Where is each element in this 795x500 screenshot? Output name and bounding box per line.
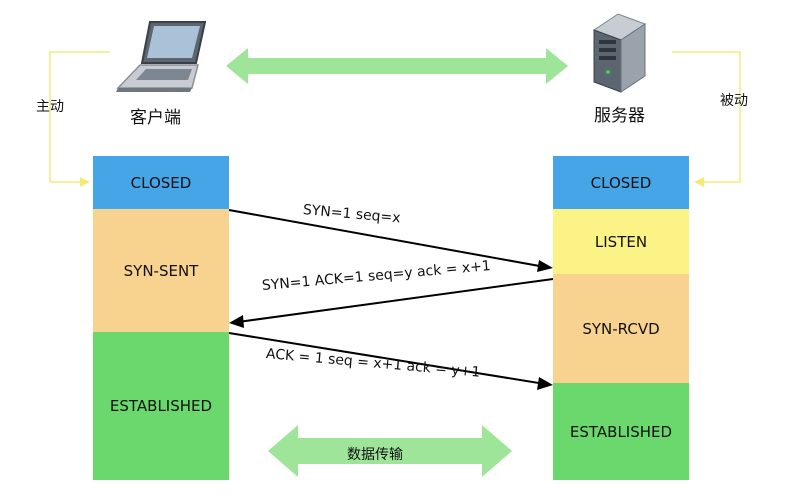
server-label: 服务器: [594, 106, 645, 126]
passive-label: 被动: [720, 93, 748, 109]
server-state-syn-rcvd: SYN-RCVD: [553, 274, 689, 383]
server-state-established: ESTABLISHED: [553, 383, 689, 480]
server-state-listen: LISTEN: [553, 209, 689, 274]
client-state-closed: CLOSED: [93, 156, 229, 209]
data-transfer-label: 数据传输: [347, 447, 403, 463]
top-double-arrow: [226, 48, 568, 84]
state-label: CLOSED: [590, 173, 652, 192]
active-connector: [49, 51, 110, 183]
active-label: 主动: [36, 99, 64, 115]
client-state-established: ESTABLISHED: [93, 332, 229, 480]
syn-ack-arrow: [237, 278, 554, 323]
data-transfer-arrow: [268, 425, 512, 477]
state-label: LISTEN: [594, 232, 648, 251]
client-state-syn-sent: SYN-SENT: [93, 209, 229, 332]
state-label: SYN-RCVD: [582, 319, 660, 338]
server-state-closed: CLOSED: [553, 156, 689, 209]
state-label: ESTABLISHED: [109, 397, 213, 415]
ack-arrow: [228, 332, 546, 385]
server-tower-icon: [592, 13, 647, 93]
passive-connector: [672, 51, 741, 183]
state-label: SYN-SENT: [123, 261, 199, 280]
state-label: ESTABLISHED: [569, 422, 673, 441]
laptop-icon: [116, 21, 207, 92]
syn-arrow: [228, 209, 546, 268]
state-label: CLOSED: [130, 173, 192, 192]
client-label: 客户端: [130, 108, 181, 128]
